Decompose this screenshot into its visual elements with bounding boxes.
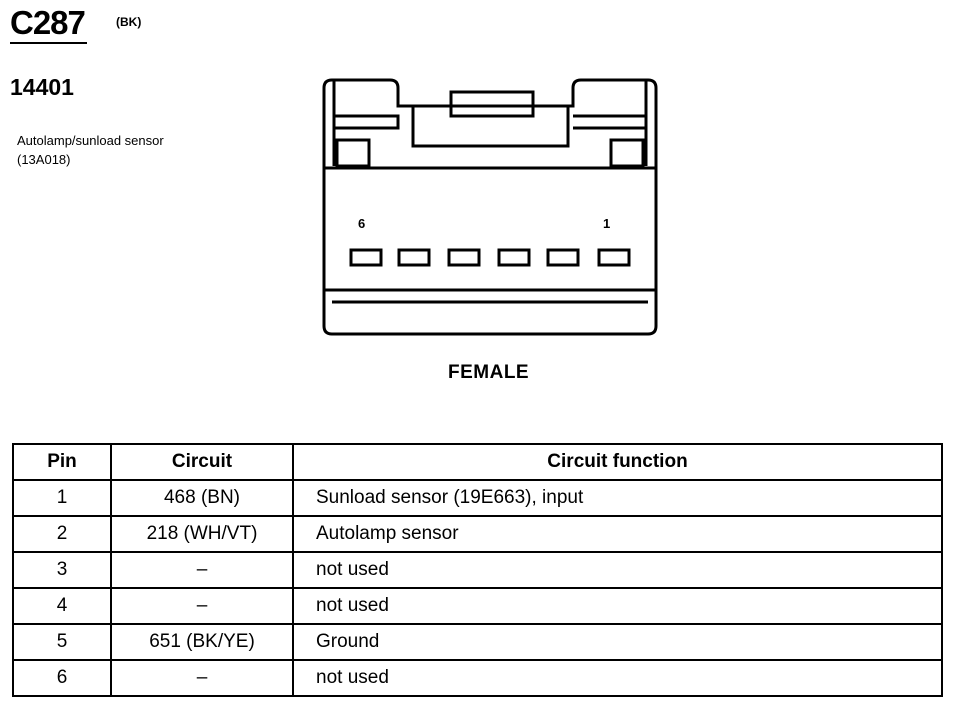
- lock-left: [335, 138, 371, 168]
- cell-function: Autolamp sensor: [292, 515, 943, 553]
- cell-function: not used: [292, 587, 943, 625]
- cell-pin: 4: [12, 587, 112, 625]
- cell-pin: 6: [12, 659, 112, 697]
- table-row: 4 – not used: [12, 587, 943, 625]
- pin-table: Pin Circuit Circuit function 1 468 (BN) …: [12, 443, 943, 697]
- cell-circuit: –: [110, 551, 294, 589]
- pin-cavity-4: [447, 248, 481, 267]
- table-row: 2 218 (WH/VT) Autolamp sensor: [12, 515, 943, 553]
- cell-function: not used: [292, 551, 943, 589]
- connector-description: Autolamp/sunload sensor (13A018): [17, 133, 164, 167]
- header-circuit: Circuit: [110, 443, 294, 481]
- cell-function: not used: [292, 659, 943, 697]
- latch-tab: [449, 90, 535, 118]
- pin-cavity-6: [349, 248, 383, 267]
- cell-circuit: –: [110, 587, 294, 625]
- cell-circuit: 468 (BN): [110, 479, 294, 517]
- cell-pin: 5: [12, 623, 112, 661]
- cell-pin: 1: [12, 479, 112, 517]
- pin-cavity-5: [397, 248, 431, 267]
- connector-face-diagram: [322, 78, 658, 336]
- table-row: 1 468 (BN) Sunload sensor (19E663), inpu…: [12, 479, 943, 517]
- cell-pin: 2: [12, 515, 112, 553]
- part-number: 14401: [10, 74, 74, 100]
- header-pin: Pin: [12, 443, 112, 481]
- pin-cavity-3: [497, 248, 531, 267]
- header-function: Circuit function: [292, 443, 943, 481]
- connector-id: C287: [10, 4, 87, 44]
- pin-cavity-1: [597, 248, 631, 267]
- table-row: 5 651 (BK/YE) Ground: [12, 623, 943, 661]
- cell-pin: 3: [12, 551, 112, 589]
- table-row: 3 – not used: [12, 551, 943, 589]
- connector-outline: [322, 78, 658, 336]
- cell-circuit: –: [110, 659, 294, 697]
- cell-circuit: 218 (WH/VT): [110, 515, 294, 553]
- connector-color-code: (BK): [116, 15, 142, 29]
- pin-cavity-2: [546, 248, 580, 267]
- cell-function: Sunload sensor (19E663), input: [292, 479, 943, 517]
- cell-circuit: 651 (BK/YE): [110, 623, 294, 661]
- table-row: 6 – not used: [12, 659, 943, 697]
- connector-gender-label: FEMALE: [448, 362, 530, 383]
- lock-right: [609, 138, 645, 168]
- pin-label-6: 6: [358, 216, 366, 231]
- cell-function: Ground: [292, 623, 943, 661]
- table-header-row: Pin Circuit Circuit function: [12, 443, 943, 481]
- pin-label-1: 1: [603, 216, 611, 231]
